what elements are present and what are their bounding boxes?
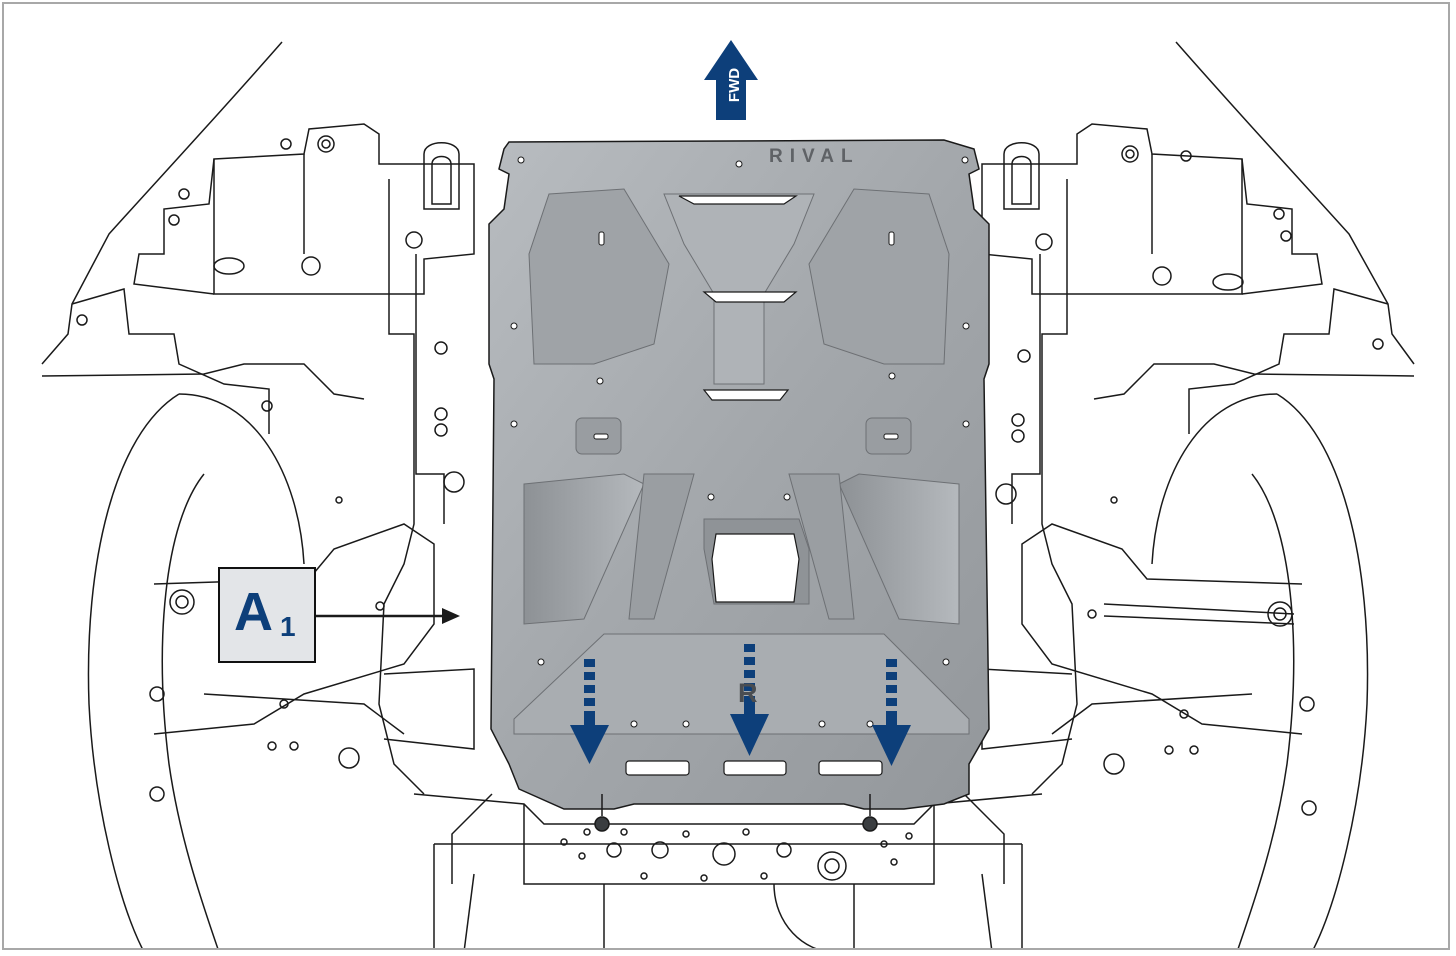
fastener-details [76,135,1384,882]
brand-label: RIVAL [769,146,860,167]
underbody-drawing [41,40,1415,948]
install-arrow-center [730,644,769,756]
callout-leader-arrow [316,608,460,624]
part-mark-label: R [738,678,758,708]
install-direction-arrows [570,644,911,766]
fwd-label: FWD [726,67,743,103]
fwd-arrow-icon [704,40,758,120]
callout-letter: A [234,582,273,642]
mounting-bolts [594,794,878,832]
vehicle-outline [41,41,1415,948]
callout-subscript: 1 [280,611,296,642]
callout-a1: A 1 [218,567,316,663]
install-arrow-right [872,659,911,766]
install-arrow-left [570,659,609,764]
skid-plate [488,139,990,810]
